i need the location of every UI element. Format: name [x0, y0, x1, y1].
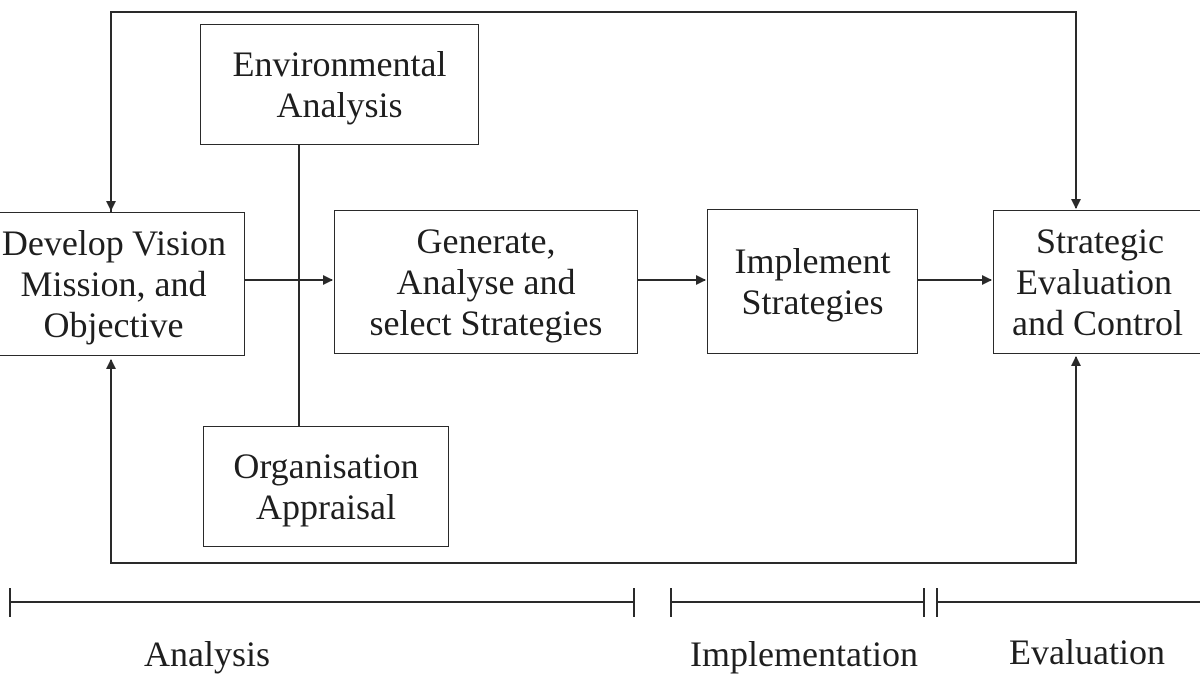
develop-vision-line-3: Objective [43, 304, 184, 345]
implement-strategies-line-2: Strategies [741, 281, 884, 322]
generate-strategies-box: Generate, Analyse and select Strategies [334, 210, 638, 354]
phase-bracket-analysis [9, 588, 635, 617]
environmental-analysis-line-2: Analysis [276, 84, 403, 125]
generate-strategies-line-3: select Strategies [369, 302, 603, 343]
develop-vision-line-2: Mission, and [20, 263, 207, 304]
phase-bracket-evaluation [936, 588, 1200, 617]
bottom-feedback-line [106, 356, 1081, 564]
organisation-appraisal-box: Organisation Appraisal [203, 426, 449, 547]
organisation-appraisal-line-2: Appraisal [256, 486, 396, 527]
develop-vision-line-1: Develop Vision [1, 222, 226, 263]
phase-label-analysis: Analysis [144, 634, 270, 674]
environmental-analysis-box: Environmental Analysis [200, 24, 479, 145]
phase-label-implementation: Implementation [690, 634, 918, 674]
strategic-evaluation-line-1: Strategic [1036, 220, 1164, 261]
generate-strategies-line-2: Analyse and [396, 261, 576, 302]
develop-vision-box: Develop Vision Mission, and Objective [0, 212, 245, 356]
implement-strategies-line-1: Implement [734, 240, 891, 281]
phase-bracket-implementation [670, 588, 925, 617]
strategic-evaluation-box: Strategic Evaluation and Control [993, 210, 1200, 354]
implement-strategies-box: Implement Strategies [707, 209, 918, 354]
environmental-analysis-line-1: Environmental [232, 43, 447, 84]
strategic-evaluation-line-2: Evaluation [1016, 261, 1172, 302]
strategic-evaluation-line-3: and Control [1012, 302, 1183, 343]
phase-label-evaluation: Evaluation [1009, 632, 1165, 672]
top-feedback-line [110, 11, 1081, 212]
generate-strategies-line-1: Generate, [416, 220, 556, 261]
organisation-appraisal-line-1: Organisation [233, 445, 419, 486]
